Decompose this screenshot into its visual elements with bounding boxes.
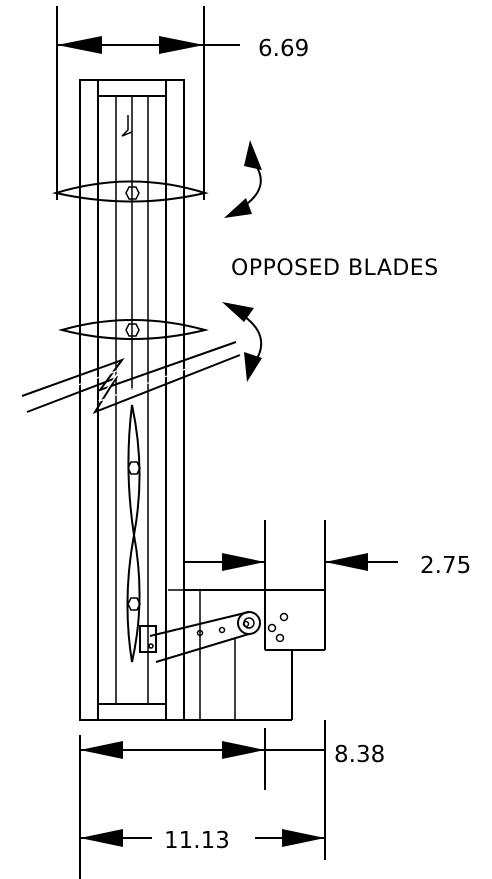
blade-middle: [58, 319, 209, 340]
damper-frame: [79, 79, 185, 721]
rotation-arrow-lower: [222, 302, 263, 382]
dimension-right-offset: 2.75: [184, 520, 471, 590]
break-line: [21, 341, 241, 415]
dimension-overall-width: 11.13: [80, 828, 325, 854]
dimension-top-width: 6.69: [56, 6, 309, 200]
opposed-blades-label: OPPOSED BLADES: [231, 256, 439, 281]
dimension-right-offset-label: 2.75: [420, 553, 471, 579]
dimension-overall-width-label: 11.13: [164, 828, 230, 854]
blade-upper: [52, 180, 209, 203]
dimension-top-width-label: 6.69: [258, 36, 309, 62]
linkage-arm: [139, 611, 261, 663]
rotation-arrow-upper: [224, 140, 262, 218]
blade-lower-closed: [126, 404, 141, 663]
dimension-linkage-depth: 8.38: [79, 720, 385, 879]
linkage-housing: [168, 589, 326, 721]
dimension-linkage-depth-label: 8.38: [334, 742, 385, 768]
